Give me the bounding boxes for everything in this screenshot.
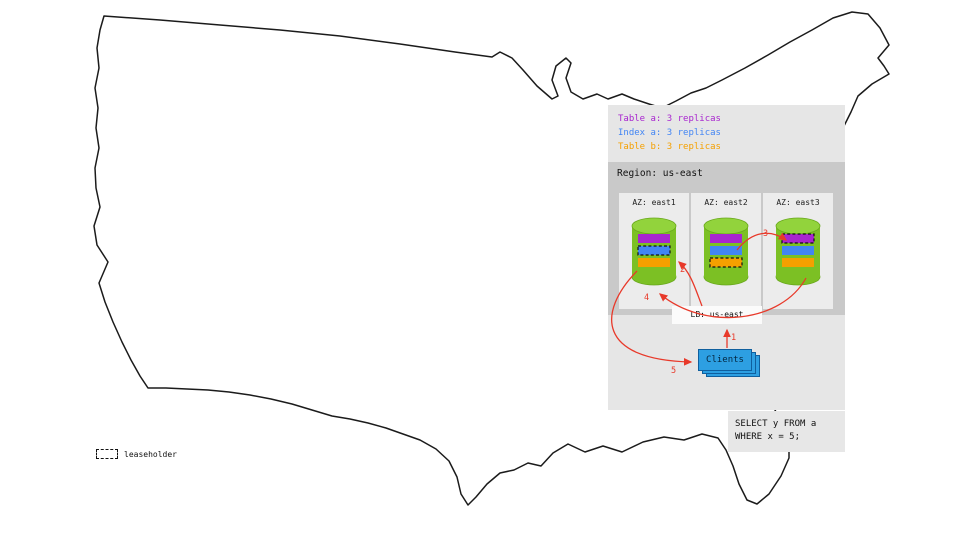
az-row: AZ: east1 AZ: east2 (619, 193, 833, 309)
sql-line-1: SELECT y FROM a (735, 419, 817, 429)
clients-box: Clients (698, 349, 752, 371)
database-cylinder (775, 217, 821, 286)
replica-table-a (710, 234, 742, 243)
replica-table-b (709, 257, 743, 268)
az-label: AZ: east2 (704, 198, 748, 207)
leaseholder-label: leaseholder (124, 449, 177, 459)
replica-index-a (637, 245, 671, 256)
leaseholder-legend: leaseholder (96, 449, 177, 459)
database-cylinder (703, 217, 749, 286)
database-cylinder (631, 217, 677, 286)
replica-table-b (638, 258, 670, 267)
az-card-east1: AZ: east1 (619, 193, 689, 309)
leaseholder-swatch-icon (96, 449, 118, 459)
sql-line-2: WHERE x = 5; (735, 432, 801, 442)
topology-panel: Table a: 3 replicas Index a: 3 replicas … (608, 105, 845, 410)
az-label: AZ: east3 (776, 198, 820, 207)
legend-item-index-a: Index a: 3 replicas (618, 128, 721, 138)
replica-legend: Table a: 3 replicas Index a: 3 replicas … (608, 105, 845, 154)
replica-index-a (710, 246, 742, 255)
az-card-east3: AZ: east3 (763, 193, 833, 309)
replica-index-a (782, 246, 814, 255)
region-label: Region: us-east (617, 168, 703, 179)
az-card-east2: AZ: east2 (691, 193, 761, 309)
load-balancer-box: LB: us-east (672, 306, 762, 324)
sql-query-box: SELECT y FROM a WHERE x = 5; (728, 411, 845, 452)
us-border-path (93, 11, 890, 506)
region-box: Region: us-east AZ: east1 AZ: east2 (608, 162, 845, 315)
az-label: AZ: east1 (632, 198, 676, 207)
replica-table-a (638, 234, 670, 243)
replica-table-b (782, 258, 814, 267)
legend-item-table-b: Table b: 3 replicas (618, 142, 721, 152)
legend-item-table-a: Table a: 3 replicas (618, 114, 721, 124)
clients-stack: Clients (698, 349, 760, 377)
replica-table-a (781, 233, 815, 244)
